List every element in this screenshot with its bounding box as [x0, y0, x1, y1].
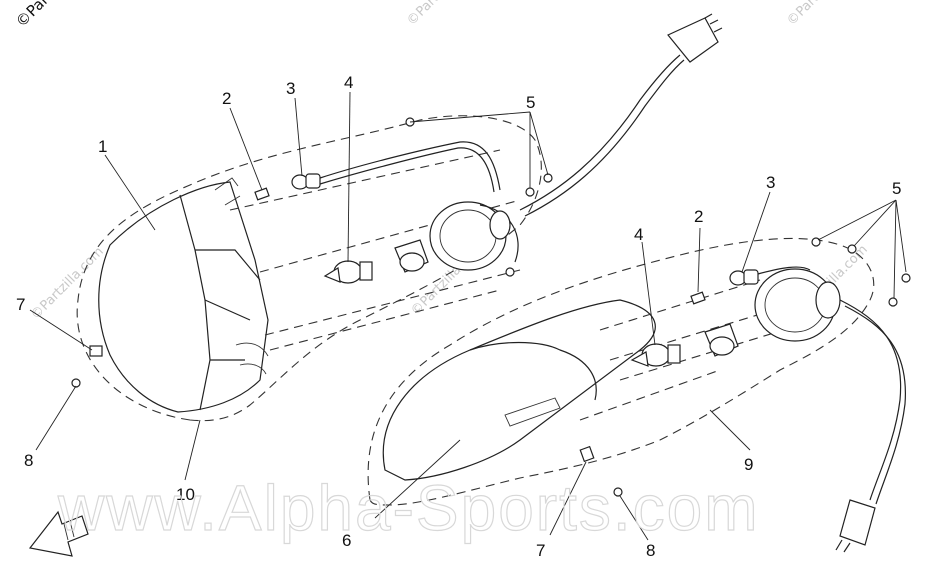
- right-callout-3: 3: [766, 173, 775, 192]
- left-guide-lines: [229, 149, 521, 351]
- watermark-top-center: ©Parts: [404, 0, 447, 29]
- right-clip-7: [579, 445, 595, 463]
- right-wire-connector: [835, 499, 876, 553]
- left-callout-5: 5: [526, 93, 535, 112]
- right-screw-d: [888, 297, 898, 307]
- right-headlight-cover: [382, 299, 656, 481]
- left-small-clip: [254, 187, 270, 201]
- right-headlight-assembly: 2 3 4 5 6 7 8 9: [342, 173, 911, 560]
- left-bulb: [323, 260, 373, 284]
- right-screw-8: [613, 487, 623, 497]
- right-cover-ridge: [469, 341, 597, 401]
- right-bulb-socket: [704, 323, 739, 357]
- left-housing-detail: [195, 249, 261, 361]
- right-callout-2: 2: [694, 207, 703, 226]
- right-cover-outline-dashed: [367, 237, 875, 506]
- left-callout-4: 4: [344, 73, 353, 92]
- watermark-side-left: ©Partzilla.com: [28, 244, 107, 323]
- watermark-top-left: ©Parts: [12, 0, 62, 31]
- left-screw-c: [543, 173, 553, 183]
- right-callout-5: 5: [892, 179, 901, 198]
- footer-watermark: www.Alpha-Sports.com: [57, 472, 760, 544]
- left-housing-tab-top: [214, 177, 241, 206]
- watermark-top-right: ©Parts: [784, 0, 827, 29]
- right-bulb: [630, 343, 681, 367]
- left-callout-2: 2: [222, 89, 231, 108]
- left-bulb-socket: [394, 239, 429, 273]
- left-reflector: [429, 201, 519, 271]
- left-callout-1: 1: [98, 137, 107, 156]
- right-screw-b: [847, 244, 857, 254]
- left-headlight-assembly: 1 2 3 4 5 7 8 10: [16, 13, 723, 504]
- left-callout-3: 3: [286, 79, 295, 98]
- left-callout-7: 7: [16, 295, 25, 314]
- right-callout-8: 8: [646, 541, 655, 560]
- left-wire-connector: [667, 13, 723, 63]
- right-cover-slot: [504, 397, 561, 427]
- right-callout-9: 9: [744, 455, 753, 474]
- right-reflector: [754, 268, 841, 342]
- right-wire-harness: [729, 266, 907, 505]
- right-callout-6: 6: [342, 531, 351, 550]
- left-screw-b: [525, 187, 535, 197]
- left-cover-outline-dashed: [76, 115, 542, 422]
- right-callout-4: 4: [634, 225, 643, 244]
- left-headlight-housing: [98, 181, 269, 413]
- left-clip-7: [89, 345, 103, 357]
- left-callout-10: 10: [176, 485, 195, 504]
- left-wire-harness: [291, 54, 685, 217]
- right-callout-7: 7: [536, 541, 545, 560]
- right-screw-c: [901, 273, 911, 283]
- front-direction-arrow-icon: [28, 510, 89, 557]
- left-callout-8: 8: [24, 451, 33, 470]
- right-guide-lines: [579, 279, 801, 421]
- right-small-clip: [690, 291, 706, 305]
- left-housing-tab-bottom: [235, 342, 269, 375]
- left-screw-d: [505, 267, 515, 277]
- left-screw-8: [71, 378, 81, 388]
